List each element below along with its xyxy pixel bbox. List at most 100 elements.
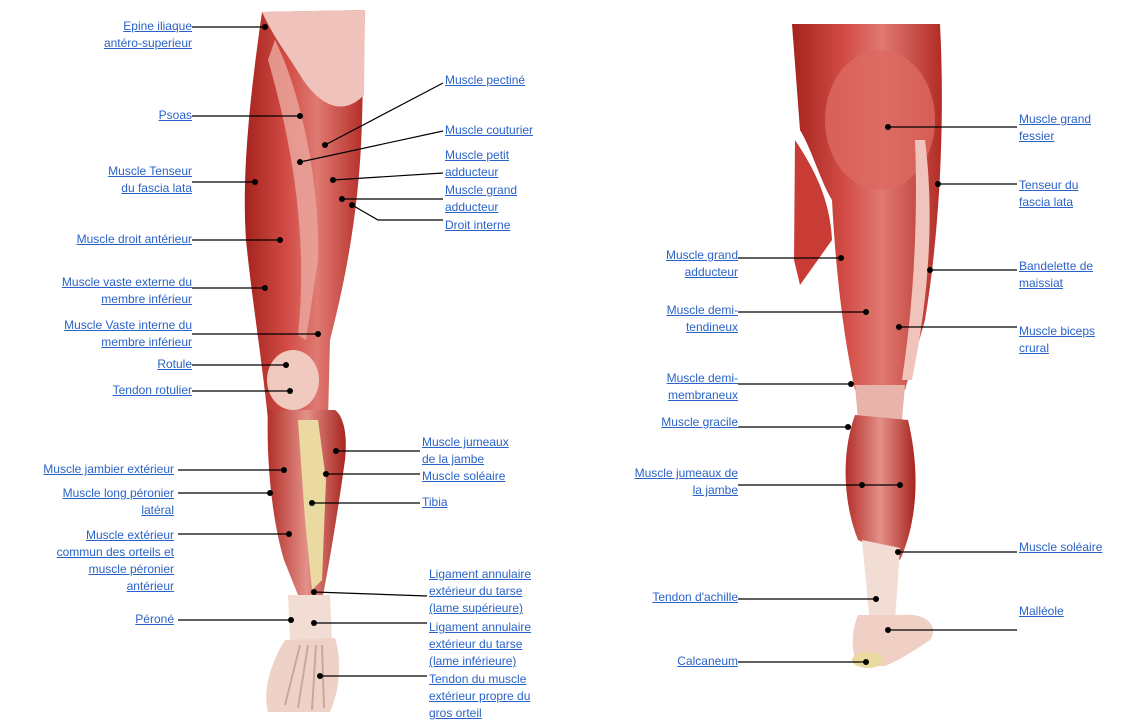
label-tenseur-back[interactable]: Tenseur du fascia lata [1019, 177, 1078, 211]
label-line: Muscle biceps [1019, 323, 1095, 340]
label-demi-tendineux[interactable]: Muscle demi- tendineux [667, 302, 738, 336]
label-line: Muscle grand [445, 182, 517, 199]
label-gracile[interactable]: Muscle gracile [661, 414, 738, 431]
label-droit-interne[interactable]: Droit interne [445, 217, 510, 234]
label-grand-adducteur-front[interactable]: Muscle grand adducteur [445, 182, 517, 216]
label-tendon-gros-orteil[interactable]: Tendon du muscle extérieur propre du gro… [429, 671, 530, 722]
back-knee [855, 385, 905, 420]
back-calf [846, 415, 916, 560]
label-line: extérieur du tarse [429, 583, 531, 600]
label-vaste-interne[interactable]: Muscle Vaste interne du membre inférieur [64, 317, 192, 351]
label-pectine[interactable]: Muscle pectiné [445, 72, 525, 89]
label-line: Ligament annulaire [429, 619, 531, 636]
label-line: Tendon d'achille [652, 589, 738, 606]
leader-ligament-superieur [314, 592, 427, 596]
label-malleole[interactable]: Malléole [1019, 603, 1064, 620]
label-line: gros orteil [429, 705, 530, 722]
label-line: Tenseur du [1019, 177, 1078, 194]
label-line: Péroné [135, 611, 174, 628]
label-line: Tendon du muscle [429, 671, 530, 688]
label-line: latéral [63, 502, 174, 519]
label-psoas[interactable]: Psoas [159, 107, 192, 124]
label-line: membraneux [667, 387, 738, 404]
label-line: Muscle Tenseur [108, 163, 192, 180]
label-line: Muscle Vaste interne du [64, 317, 192, 334]
label-long-peronier[interactable]: Muscle long péronier latéral [63, 485, 174, 519]
label-line: (lame inférieure) [429, 653, 531, 670]
label-achille[interactable]: Tendon d'achille [652, 589, 738, 606]
label-line: Muscle petit [445, 147, 509, 164]
label-line: Muscle soléaire [1019, 539, 1102, 556]
label-line: membre inférieur [64, 334, 192, 351]
label-line: Muscle jumeaux de [635, 465, 738, 482]
label-droit-anterieur[interactable]: Muscle droit antérieur [77, 231, 192, 248]
label-line: Muscle couturier [445, 122, 533, 139]
label-ligament-inferieur[interactable]: Ligament annulaire extérieur du tarse (l… [429, 619, 531, 670]
label-line: Bandelette de [1019, 258, 1093, 275]
label-line: Muscle demi- [667, 302, 738, 319]
label-demi-membraneux[interactable]: Muscle demi- membraneux [667, 370, 738, 404]
label-line: Calcaneum [677, 653, 738, 670]
label-exterieur-commun[interactable]: Muscle extérieur commun des orteils et m… [57, 527, 174, 595]
label-line: Tibia [422, 494, 448, 511]
label-line: crural [1019, 340, 1095, 357]
label-tibia[interactable]: Tibia [422, 494, 448, 511]
label-line: (lame supérieure) [429, 600, 531, 617]
label-calcaneum[interactable]: Calcaneum [677, 653, 738, 670]
label-tendon-rotulier[interactable]: Tendon rotulier [113, 382, 192, 399]
label-line: adducteur [445, 164, 509, 181]
front-ankle [288, 595, 332, 640]
label-perone[interactable]: Péroné [135, 611, 174, 628]
front-leg-illustration [245, 10, 365, 712]
label-jumeaux-back[interactable]: Muscle jumeaux de la jambe [635, 465, 738, 499]
label-line: Ligament annulaire [429, 566, 531, 583]
label-line: Malléole [1019, 603, 1064, 620]
label-line: commun des orteils et [57, 544, 174, 561]
label-line: antérieur [57, 578, 174, 595]
label-line: Muscle jambier extérieur [43, 461, 174, 478]
label-line: adducteur [666, 264, 738, 281]
label-vaste-externe[interactable]: Muscle vaste externe du membre inférieur [62, 274, 192, 308]
label-line: Epine iliaque [104, 18, 192, 35]
label-line: Muscle extérieur [57, 527, 174, 544]
label-line: la jambe [635, 482, 738, 499]
label-line: fascia lata [1019, 194, 1078, 211]
label-ligament-superieur[interactable]: Ligament annulaire extérieur du tarse (l… [429, 566, 531, 617]
label-line: Muscle demi- [667, 370, 738, 387]
label-line: fessier [1019, 128, 1091, 145]
label-line: Muscle pectiné [445, 72, 525, 89]
label-tenseur-fascia-lata[interactable]: Muscle Tenseur du fascia lata [108, 163, 192, 197]
label-jumeaux-front[interactable]: Muscle jumeaux de la jambe [422, 434, 509, 468]
back-achilles [862, 540, 900, 625]
label-soleaire-front[interactable]: Muscle soléaire [422, 468, 505, 485]
label-petit-adducteur[interactable]: Muscle petit adducteur [445, 147, 509, 181]
label-line: du fascia lata [108, 180, 192, 197]
label-grand-fessier[interactable]: Muscle grand fessier [1019, 111, 1091, 145]
label-line: Muscle vaste externe du [62, 274, 192, 291]
label-epine-iliaque[interactable]: Epine iliaque antéro-superieur [104, 18, 192, 52]
label-line: Muscle grand [666, 247, 738, 264]
label-line: adducteur [445, 199, 517, 216]
label-rotule[interactable]: Rotule [157, 356, 192, 373]
label-biceps-crural[interactable]: Muscle biceps crural [1019, 323, 1095, 357]
label-line: Muscle soléaire [422, 468, 505, 485]
label-line: maissiat [1019, 275, 1093, 292]
label-line: muscle péronier [57, 561, 174, 578]
label-line: extérieur propre du [429, 688, 530, 705]
label-bandelette[interactable]: Bandelette de maissiat [1019, 258, 1093, 292]
back-leg-illustration [792, 24, 942, 668]
label-soleaire-back[interactable]: Muscle soléaire [1019, 539, 1102, 556]
label-line: antéro-superieur [104, 35, 192, 52]
label-jambier-exterieur[interactable]: Muscle jambier extérieur [43, 461, 174, 478]
label-couturier[interactable]: Muscle couturier [445, 122, 533, 139]
label-line: tendineux [667, 319, 738, 336]
label-line: membre inférieur [62, 291, 192, 308]
label-line: Rotule [157, 356, 192, 373]
label-line: Muscle grand [1019, 111, 1091, 128]
label-line: Psoas [159, 107, 192, 124]
label-grand-adducteur-back[interactable]: Muscle grand adducteur [666, 247, 738, 281]
label-line: Droit interne [445, 217, 510, 234]
label-line: de la jambe [422, 451, 509, 468]
label-line: Muscle jumeaux [422, 434, 509, 451]
label-line: Tendon rotulier [113, 382, 192, 399]
